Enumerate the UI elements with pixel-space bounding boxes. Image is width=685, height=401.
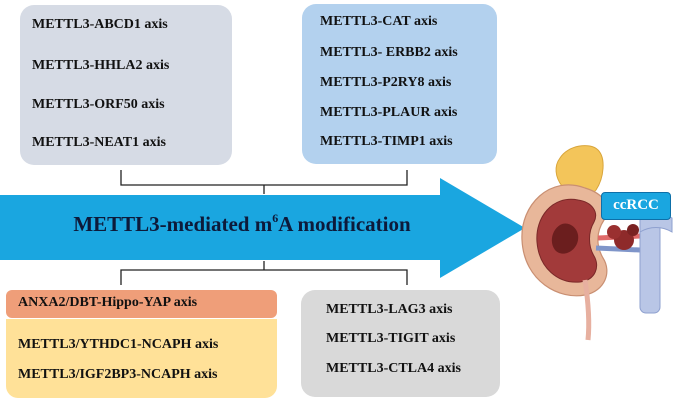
axis-label: METTL3-CAT axis [320,14,438,29]
bottom-left-axis-box: METTL3/YTHDC1-NCAPH axis METTL3/IGF2BP3-… [6,319,277,398]
main-arrow [0,178,525,278]
bottom-bracket [120,261,408,285]
axis-label: METTL3-PLAUR axis [320,105,458,120]
axis-label: METTL3-NEAT1 axis [32,135,166,150]
top-left-axis-box: METTL3-ABCD1 axis METTL3-HHLA2 axis METT… [20,5,232,165]
arrow-label-suffix: A modification [278,212,411,236]
axis-label: METTL3-P2RY8 axis [320,75,452,90]
axis-label: METTL3-HHLA2 axis [32,58,170,73]
arrow-label-prefix: METTL3-mediated m [73,212,273,236]
axis-label: METTL3-CTLA4 axis [326,361,461,376]
axis-label: METTL3/YTHDC1-NCAPH axis [18,337,219,352]
axis-label: METTL3- ERBB2 axis [320,45,458,60]
axis-label: ANXA2/DBT-Hippo-YAP axis [18,295,198,310]
ccrcc-label: ccRCC [601,192,671,220]
axis-label: METTL3/IGF2BP3-NCAPH axis [18,367,218,382]
arrow-label-superscript: 6 [272,211,279,225]
axis-label: METTL3-LAG3 axis [326,302,453,317]
top-bracket [120,170,408,194]
bottom-right-axis-box: METTL3-LAG3 axis METTL3-TIGIT axis METTL… [301,290,500,397]
axis-label: METTL3-ORF50 axis [32,97,165,112]
kidney-icon [521,145,673,341]
axis-label: METTL3-ABCD1 axis [32,17,168,32]
axis-label: METTL3-TIGIT axis [326,331,456,346]
bottom-left-header-band: ANXA2/DBT-Hippo-YAP axis [6,290,277,318]
axis-label: METTL3-TIMP1 axis [320,134,453,149]
top-right-axis-box: METTL3-CAT axis METTL3- ERBB2 axis METTL… [302,4,497,164]
arrow-label: METTL3-mediated m6A modification [72,211,412,237]
